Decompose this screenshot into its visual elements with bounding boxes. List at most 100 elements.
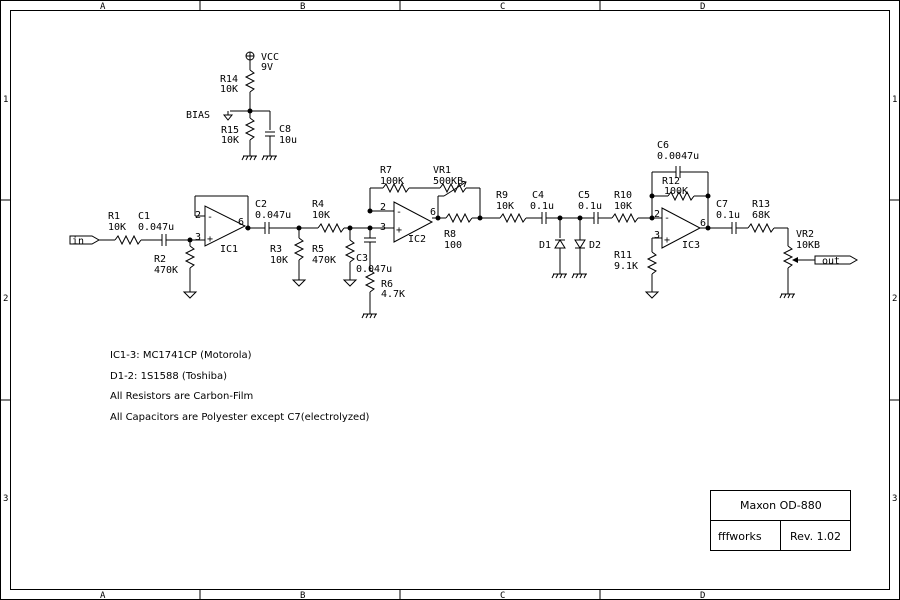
- ic2-stage: [361, 180, 500, 319]
- r11-value: 9.1K: [614, 261, 638, 272]
- zone-row-1: 1: [3, 95, 8, 105]
- vr2-wiper-arrow: [792, 257, 798, 263]
- ic1-pin2: 2: [195, 210, 201, 221]
- in-port: [69, 235, 101, 245]
- c4-value: 0.1u: [530, 201, 554, 212]
- c8-value: 10u: [279, 135, 297, 146]
- ground-icon: [644, 291, 660, 299]
- zone-col-d-bottom: D: [700, 591, 705, 600]
- ground-icon: [571, 273, 587, 279]
- r9-value: 10K: [496, 201, 514, 212]
- vr2-label: VR2: [796, 229, 814, 240]
- r4-resistor: [317, 222, 345, 234]
- c3-label: C3: [356, 253, 368, 264]
- ic2-pin6: 6: [430, 207, 436, 218]
- r5-resistor: [344, 239, 356, 263]
- c1-label: C1: [138, 211, 150, 222]
- r6-label: R6: [381, 279, 393, 290]
- r10-label: R10: [614, 190, 632, 201]
- c2-value: 0.047u: [255, 210, 291, 221]
- r13-label: R13: [752, 199, 770, 210]
- title-block-author: fffworks: [718, 530, 762, 543]
- r3-label: R3: [270, 244, 282, 255]
- r9-label: R9: [496, 190, 508, 201]
- c6-label: C6: [657, 140, 669, 151]
- vcc-label: VCC: [261, 52, 279, 63]
- r3-value: 10K: [270, 255, 288, 266]
- ic1-plus: +: [207, 234, 213, 245]
- ground-icon: [779, 293, 795, 299]
- ic3-pin6: 6: [700, 218, 706, 229]
- ic2-pin2: 2: [380, 202, 386, 213]
- r2-value: 470K: [154, 265, 178, 276]
- ground-icon: [261, 155, 277, 161]
- out-label: out: [822, 256, 840, 267]
- ic1-opamp: [204, 205, 247, 247]
- vr2-value: 10KB: [796, 240, 820, 251]
- bias-flag-icon: [222, 114, 234, 121]
- r8-resistor: [445, 212, 473, 224]
- r7-label: R7: [380, 165, 392, 176]
- ic1-stage: [69, 195, 370, 299]
- r6-resistor: [364, 269, 376, 293]
- title-block-revision: Rev. 1.02: [790, 530, 841, 543]
- r12-label: R12: [662, 176, 680, 187]
- r12-value: 100K: [664, 186, 688, 197]
- note-diodes: D1-2: 1S1588 (Toshiba): [110, 371, 227, 382]
- zone-row-2-right: 2: [892, 294, 897, 304]
- ic2-labels: C3 0.047u R6 4.7K R7 100K VR1 500KB 2 3 …: [356, 165, 463, 300]
- r13-resistor: [747, 222, 775, 234]
- bias-labels: VCC 9V R14 10K BIAS R15 10K C8 10u: [186, 52, 297, 146]
- d1-label: D1: [539, 240, 551, 251]
- r10-resistor: [611, 212, 639, 224]
- r14-value: 10K: [220, 84, 238, 95]
- r2-resistor: [184, 245, 196, 269]
- c3-value: 0.047u: [356, 264, 392, 275]
- clipper-labels: R9 10K C4 0.1u D1 D2 C5 0.1u R10 10K: [496, 190, 632, 251]
- ic1-labels: in R1 10K C1 0.047u R2 470K 2 3 6 - + IC…: [72, 199, 336, 276]
- r15-label: R15: [221, 125, 239, 136]
- note-resistors: All Resistors are Carbon-Film: [110, 391, 253, 402]
- ic2-plus: +: [396, 225, 402, 236]
- r15-resistor: [244, 117, 256, 141]
- d1-diode: [554, 239, 566, 249]
- r4-label: R4: [312, 199, 324, 210]
- ground-icon: [291, 279, 307, 287]
- out-port: [814, 255, 859, 265]
- ic2-label: IC2: [408, 234, 426, 245]
- ic3-pin2: 2: [654, 209, 660, 220]
- bias-supply: [222, 51, 277, 161]
- note-ic: IC1-3: MC1741CP (Motorola): [110, 350, 252, 361]
- r6-value: 4.7K: [381, 289, 405, 300]
- zone-col-c-bottom: C: [500, 591, 505, 600]
- ic1-label: IC1: [220, 244, 238, 255]
- r15-value: 10K: [221, 135, 239, 146]
- ic3-stage: [644, 166, 859, 299]
- r3-resistor: [293, 237, 305, 261]
- ic1-minus: -: [207, 212, 213, 223]
- ic2-minus: -: [396, 207, 402, 218]
- bias-label: BIAS: [186, 110, 210, 121]
- c6-value: 0.0047u: [657, 151, 699, 162]
- r13-value: 68K: [752, 210, 770, 221]
- zone-row-3-right: 3: [892, 494, 897, 504]
- note-capacitors: All Capacitors are Polyester except C7(e…: [110, 412, 370, 423]
- zone-col-a: A: [100, 2, 106, 12]
- ic1-pin6: 6: [238, 217, 244, 228]
- ic2-pin3: 3: [380, 222, 386, 233]
- title-block: Maxon OD-880 fffworks Rev. 1.02: [710, 490, 851, 551]
- ic1-pin3: 3: [195, 232, 201, 243]
- r8-label: R8: [444, 229, 456, 240]
- zone-col-b: B: [300, 2, 305, 12]
- c5-value: 0.1u: [578, 201, 602, 212]
- zone-col-d: D: [700, 2, 705, 12]
- ground-icon: [551, 273, 567, 279]
- ground-icon: [342, 279, 358, 287]
- ground-icon: [182, 291, 198, 299]
- ground-icon: [361, 313, 377, 319]
- ic3-minus: -: [664, 213, 670, 224]
- vr1-adjust-arrow: [443, 181, 467, 197]
- c7-value: 0.1u: [716, 210, 740, 221]
- r9-resistor: [499, 212, 527, 224]
- c1-value: 0.047u: [138, 222, 174, 233]
